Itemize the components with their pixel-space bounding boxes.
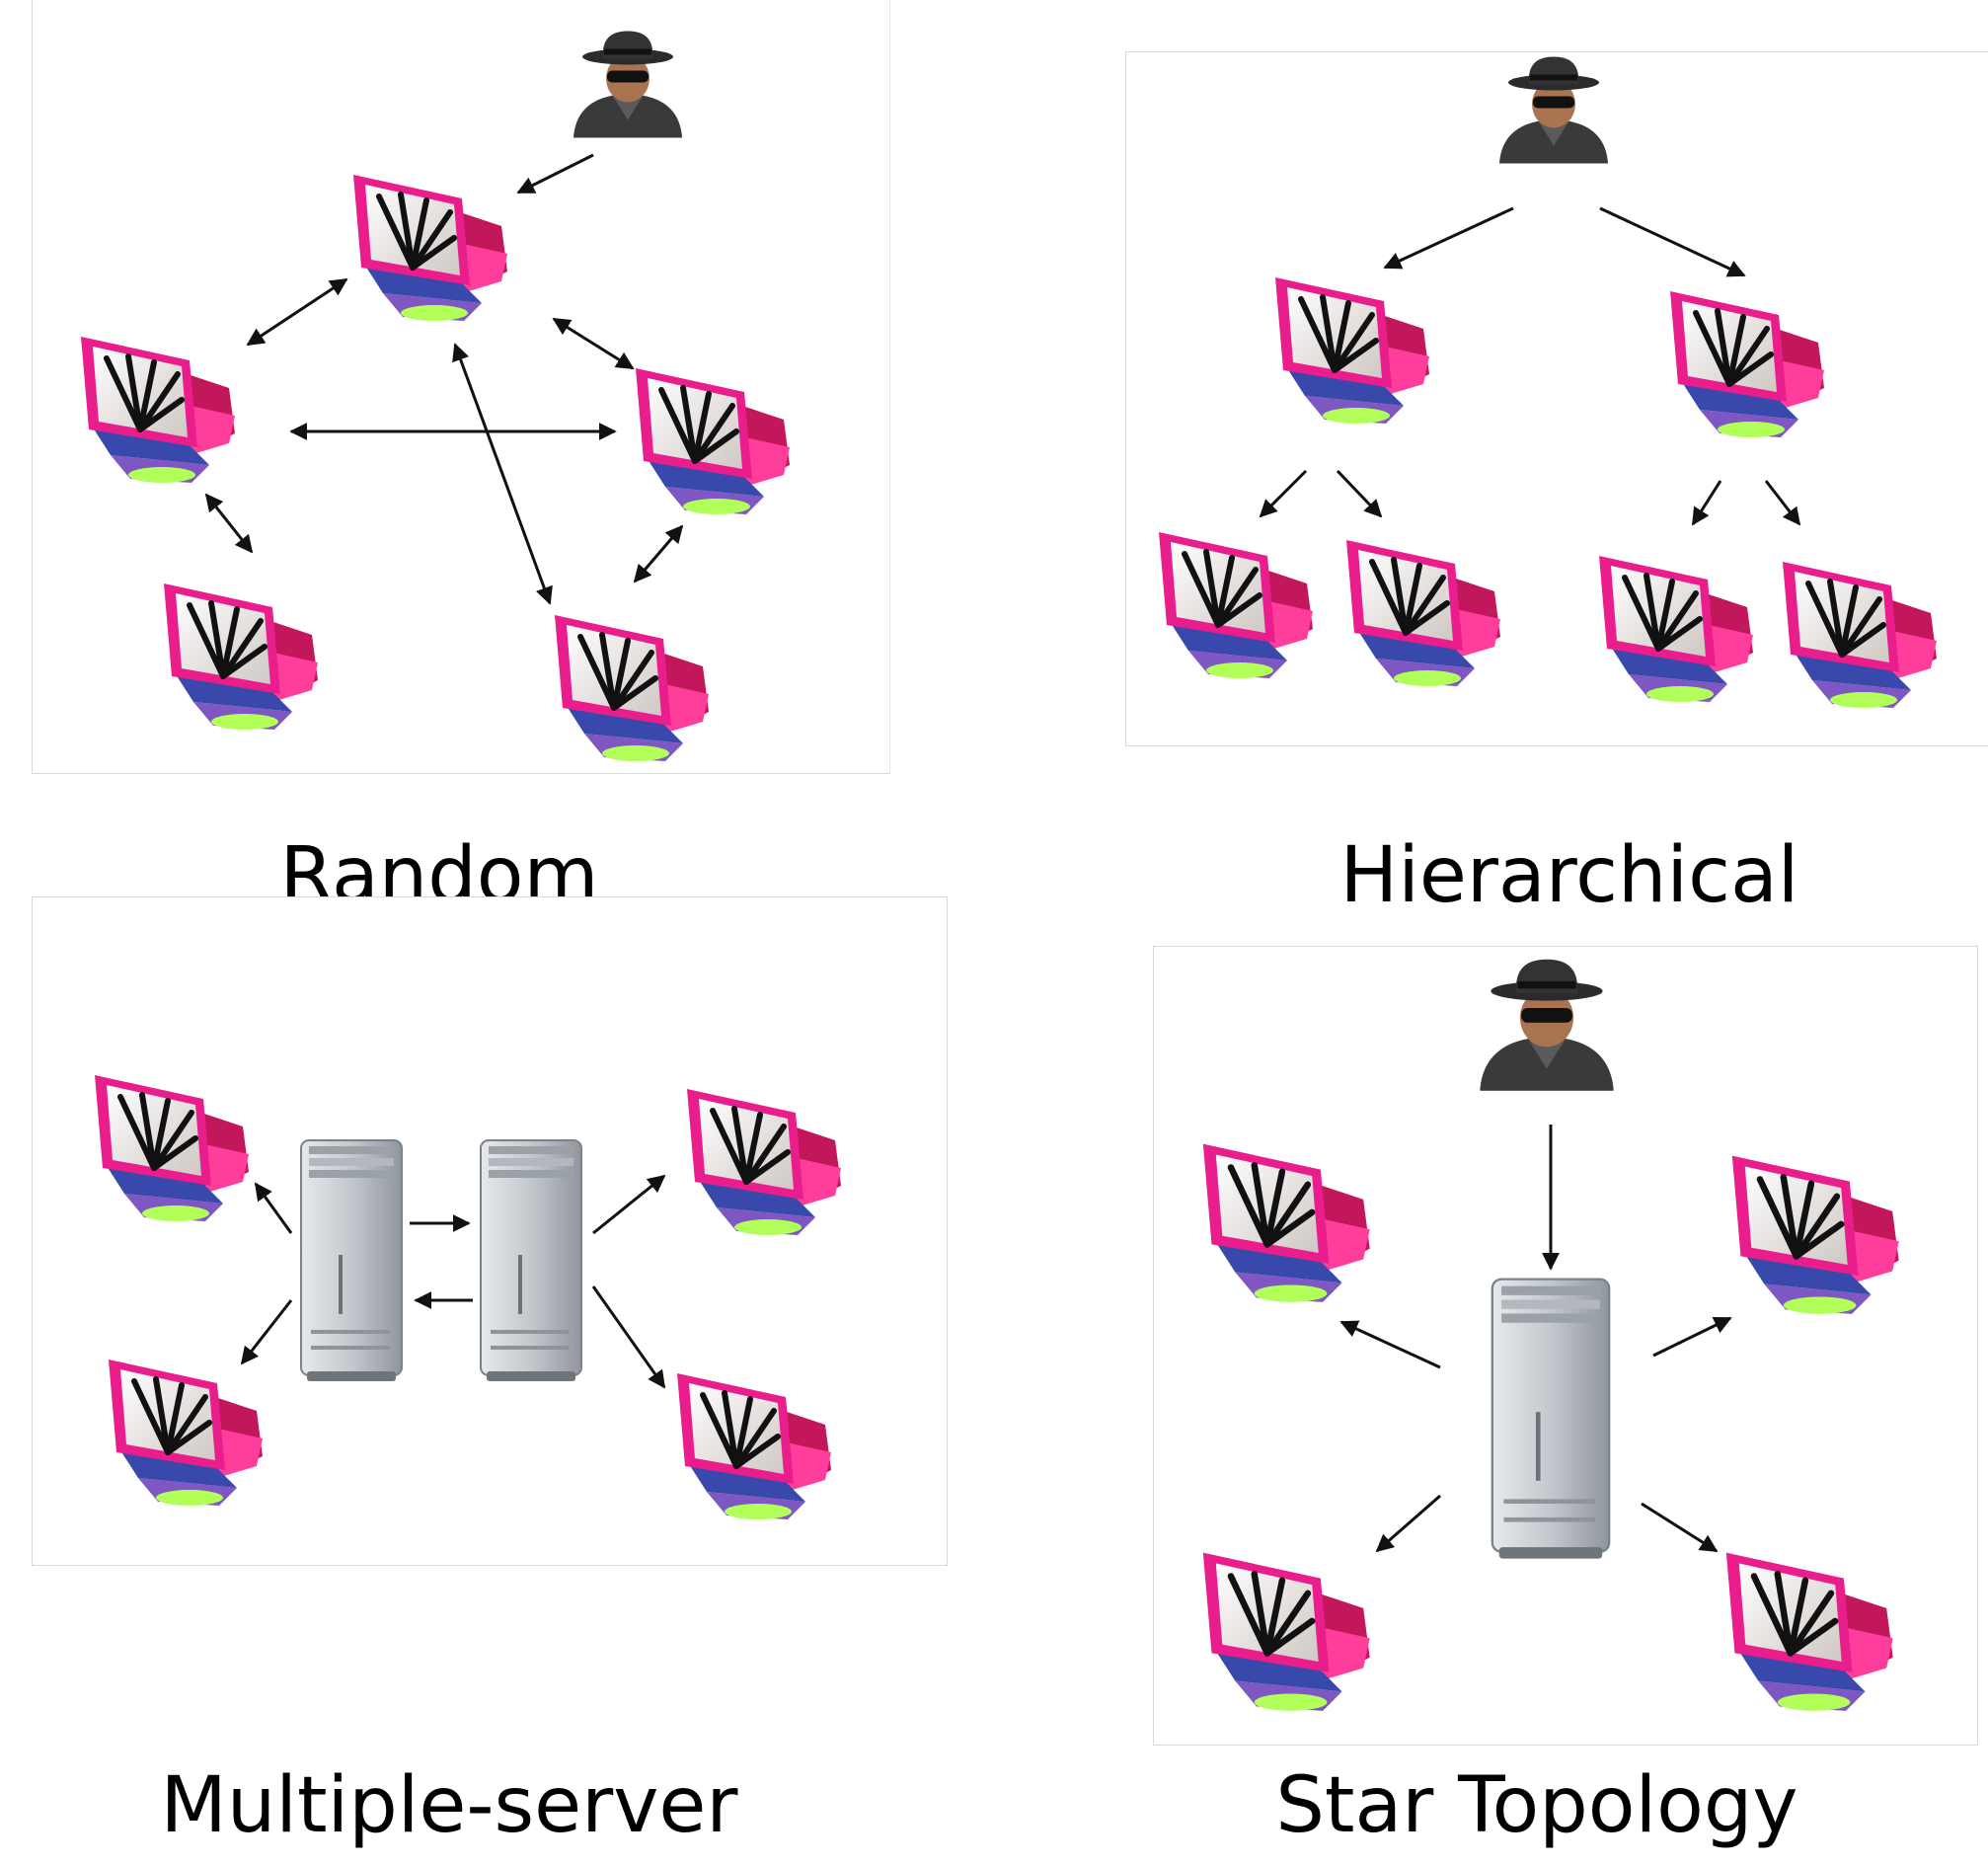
multiple-server-diagram <box>32 896 948 1566</box>
arrow-icon <box>452 343 553 605</box>
hierarchical-caption: Hierarchical <box>1339 831 1799 920</box>
computer-icon <box>677 1373 831 1519</box>
arrow-icon <box>1339 1320 1441 1369</box>
computer-icon <box>1670 291 1824 437</box>
arrow-icon <box>240 1299 293 1365</box>
computer-icon <box>1599 556 1753 702</box>
arrow-icon <box>1259 469 1308 518</box>
computer-icon <box>636 368 790 514</box>
star-topology <box>1154 959 1977 1745</box>
arrow-icon <box>1336 469 1383 518</box>
computer-icon <box>555 615 709 761</box>
hierarchical-topology <box>1126 56 1988 745</box>
computer-icon <box>687 1089 841 1235</box>
arrow-icon <box>1691 480 1722 526</box>
multiple-server-caption: Multiple-server <box>160 1761 738 1850</box>
arrow-icon <box>516 153 594 194</box>
server-icon <box>480 1139 582 1382</box>
random-diagram <box>32 0 890 774</box>
computer-icon <box>81 337 235 483</box>
multiple-server-topology <box>33 897 947 1565</box>
arrow-icon <box>1764 480 1801 526</box>
arrow-icon <box>552 317 635 370</box>
arrow-icon <box>1375 1494 1441 1553</box>
random-topology <box>33 31 889 773</box>
hacker-icon <box>573 31 682 138</box>
arrow-icon <box>1599 206 1746 277</box>
star-topology-diagram <box>1153 946 1978 1746</box>
arrow-icon <box>1652 1316 1732 1358</box>
computer-icon <box>1732 1156 1899 1314</box>
computer-icon <box>1203 1553 1370 1711</box>
arrow-icon <box>633 524 684 583</box>
computer-icon <box>1203 1144 1370 1302</box>
arrow-icon <box>1383 206 1514 270</box>
hacker-icon <box>1480 959 1614 1091</box>
computer-icon <box>353 175 507 321</box>
arrow-icon <box>1641 1502 1719 1553</box>
computer-icon <box>1275 277 1429 424</box>
arrow-icon <box>592 1174 666 1235</box>
arrow-icon <box>246 277 348 347</box>
computer-icon <box>109 1360 263 1506</box>
arrow-icon <box>254 1182 293 1234</box>
arrow-icon <box>591 1285 666 1389</box>
hacker-icon <box>1499 56 1608 164</box>
computer-icon <box>164 583 318 730</box>
computer-icon <box>95 1075 249 1221</box>
server-icon <box>1491 1278 1611 1561</box>
computer-icon <box>1726 1553 1893 1711</box>
star-topology-caption: Star Topology <box>1275 1761 1798 1850</box>
arrow-icon <box>204 493 254 554</box>
server-icon <box>300 1139 403 1382</box>
computer-icon <box>1159 532 1313 678</box>
computer-icon <box>1346 540 1500 686</box>
hierarchical-diagram <box>1125 51 1988 746</box>
computer-icon <box>1783 562 1937 708</box>
